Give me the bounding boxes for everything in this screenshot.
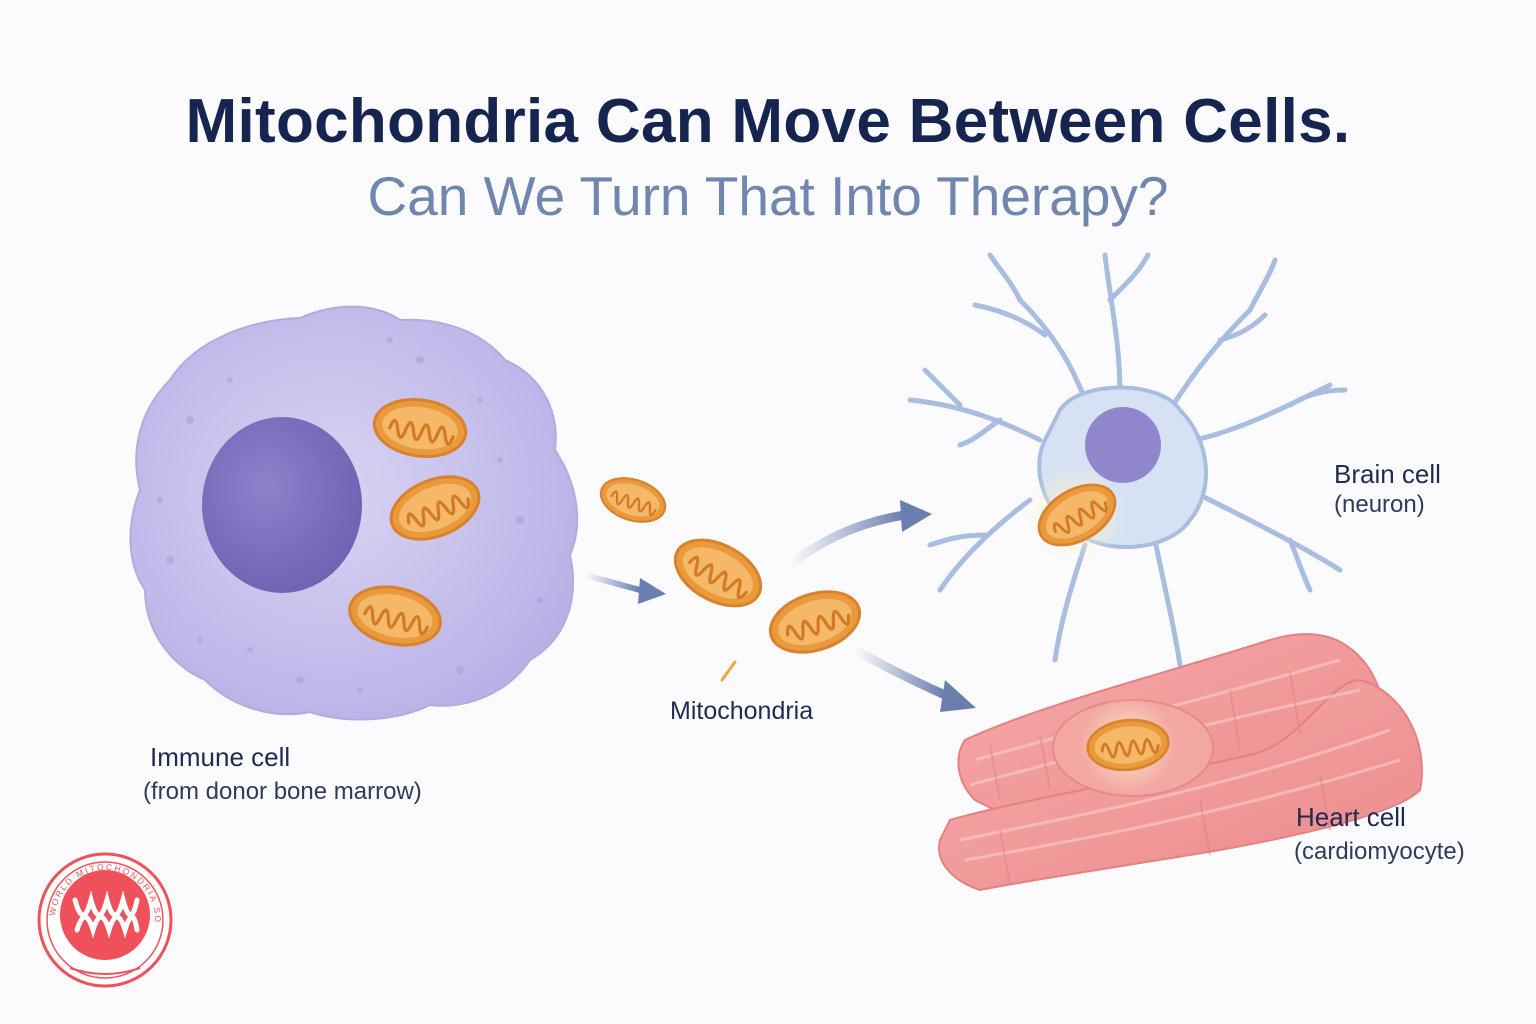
mitochondrion — [662, 525, 774, 621]
neuron-nucleus — [1085, 407, 1161, 483]
immune-cell-label: Immune cell — [150, 742, 291, 772]
heart-cell-detail: (cardiomyocyte) — [1294, 838, 1465, 865]
brain-cell-detail: (neuron) — [1334, 491, 1425, 518]
arrow-to-heart — [850, 645, 976, 712]
page-title: Mitochondria Can Move Between Cells. — [185, 87, 1351, 156]
brain-cell-label: Brain cell — [1334, 459, 1441, 489]
heart-cell-label: Heart cell — [1296, 802, 1406, 832]
immune-cell-detail: (from donor bone marrow) — [143, 778, 422, 805]
immune-cell — [129, 305, 579, 721]
mitochondria-label: Mitochondria — [670, 697, 814, 725]
arrow-to-mitochondria — [582, 572, 666, 604]
heart-cell — [938, 633, 1423, 892]
mitochondrion — [594, 469, 672, 531]
nucleus — [202, 417, 362, 593]
page-subtitle: Can We Turn That Into Therapy? — [367, 165, 1169, 227]
neuron-cell — [907, 252, 1348, 668]
arrow-to-neuron — [785, 500, 932, 570]
